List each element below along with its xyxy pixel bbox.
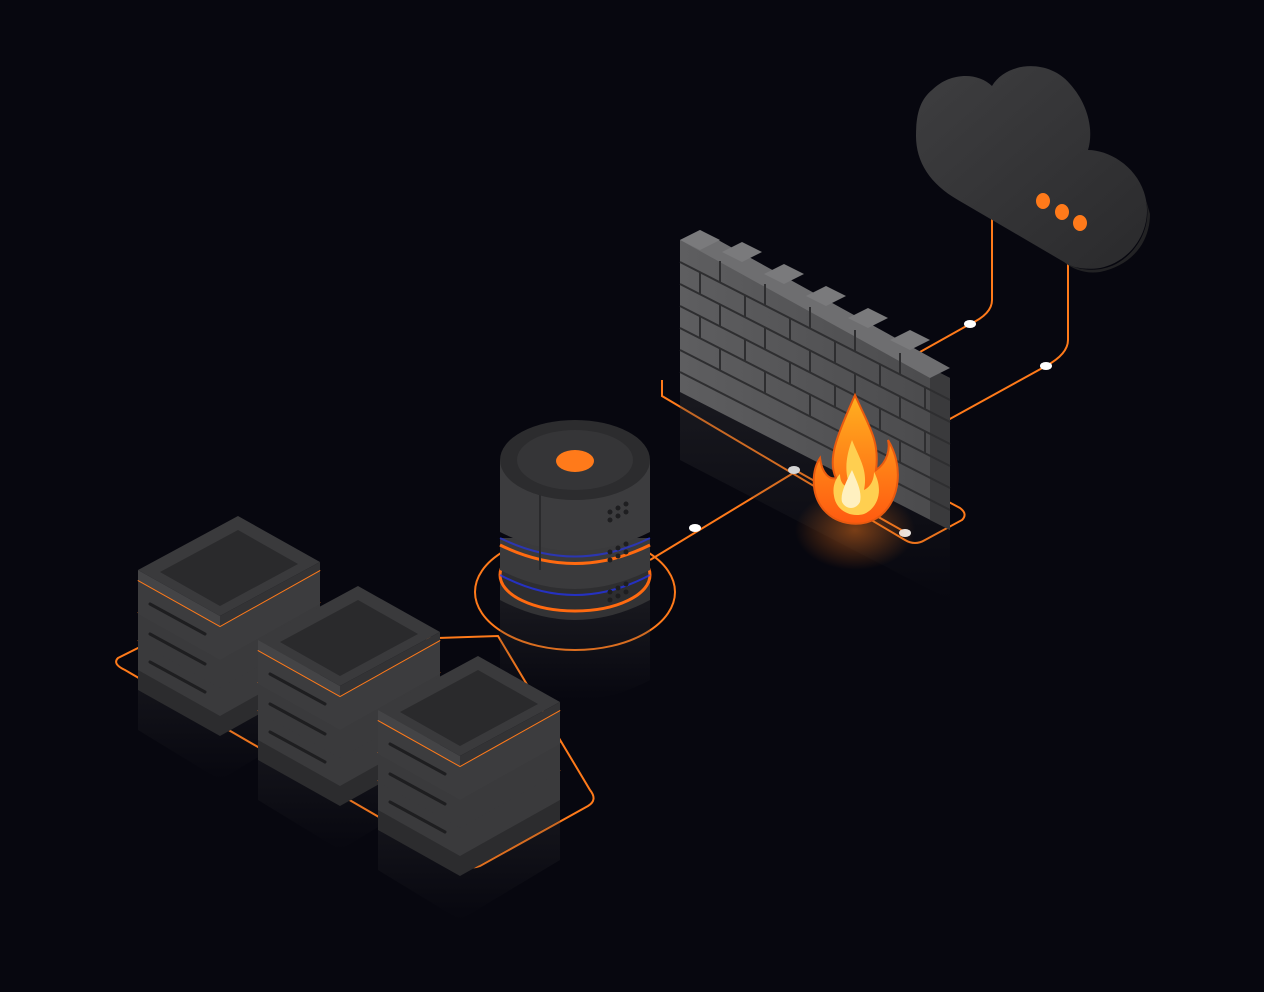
brick-wall-icon (680, 240, 950, 530)
cloud (916, 66, 1150, 273)
link-firewall-cloud-upper (919, 215, 993, 353)
database-top-indicator (556, 450, 594, 472)
node-database-link (689, 524, 701, 532)
database (498, 420, 652, 700)
cloud-icon (916, 66, 1147, 269)
flame (795, 392, 915, 570)
server-stack-3 (377, 656, 561, 920)
cloud-status-dots (1036, 193, 1087, 231)
link-firewall-cloud-lower (947, 262, 1069, 421)
server-rack-cluster (137, 516, 561, 920)
node-cloud-lower (1040, 362, 1052, 370)
node-cloud-upper (964, 320, 976, 328)
